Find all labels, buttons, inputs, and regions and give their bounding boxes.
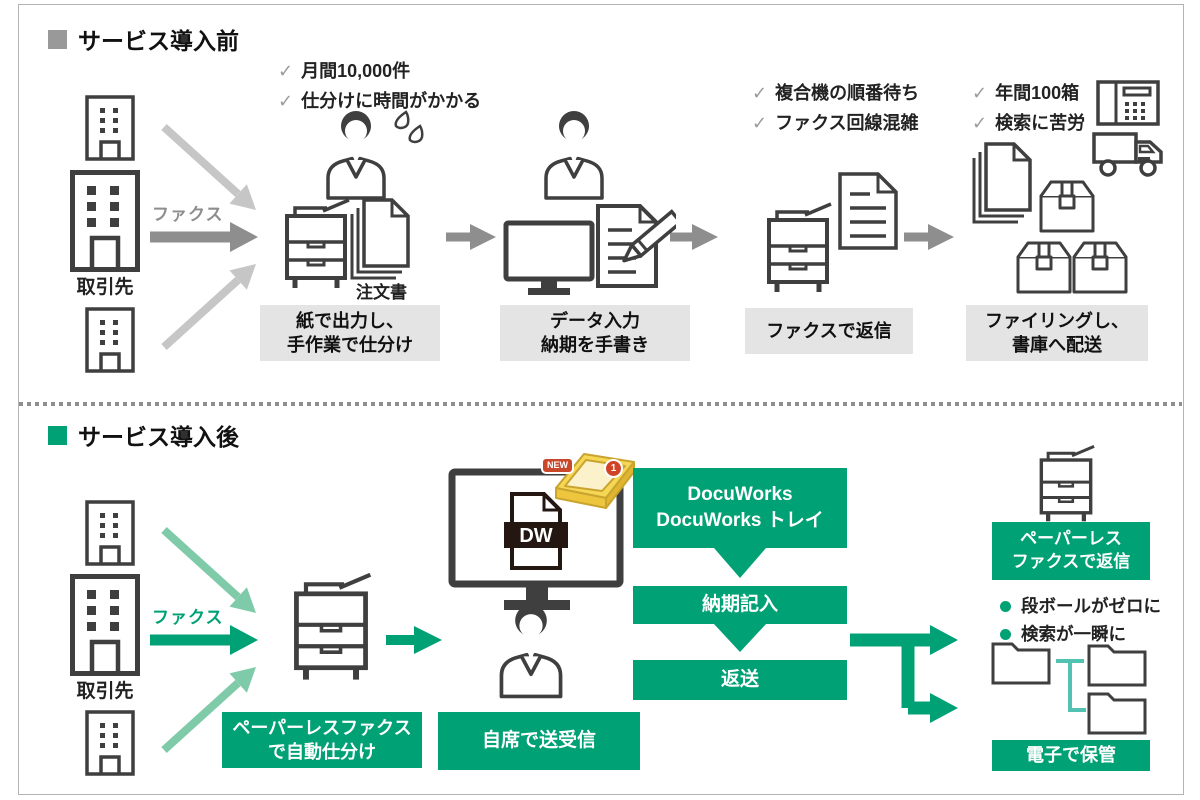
bullet-dot-icon xyxy=(1000,601,1011,612)
truck-icon xyxy=(1092,130,1166,178)
building-small-icon xyxy=(85,95,135,161)
building-large-icon xyxy=(70,574,140,676)
printer-icon xyxy=(1035,443,1097,523)
documents-stack-icon xyxy=(348,196,414,280)
folder-icon xyxy=(990,638,1052,686)
after-title-text: サービス導入後 xyxy=(78,424,239,450)
caption-paperless-reply: ペーパーレスファクスで返信 xyxy=(992,522,1150,580)
title-square-icon xyxy=(48,425,67,445)
tray-icon xyxy=(548,444,642,512)
benefit-item: 段ボールがゼロに xyxy=(1000,592,1161,620)
caption-desk-sendreceive: 自席で送受信 xyxy=(438,712,640,770)
section-divider xyxy=(19,402,1182,406)
cardboard-box-icon xyxy=(1071,237,1129,295)
printer-icon xyxy=(763,200,833,294)
printer-icon xyxy=(286,570,376,682)
outer-border xyxy=(18,4,1184,795)
note-item: ✓年間100箱 xyxy=(972,83,1080,103)
check-icon: ✓ xyxy=(972,83,988,103)
monitor-icon xyxy=(503,220,595,298)
title-square-icon xyxy=(48,29,67,49)
after-section-title: サービス導入後 xyxy=(48,418,239,452)
partners-label-after: 取引先 xyxy=(76,681,134,702)
building-small-icon xyxy=(85,500,135,566)
flow-step-duedate: 納期記入 xyxy=(633,586,847,624)
folder-icon xyxy=(1086,640,1148,688)
check-icon: ✓ xyxy=(972,113,988,133)
person-icon xyxy=(493,600,569,700)
before-title-text: サービス導入前 xyxy=(78,28,239,54)
cardboard-box-icon xyxy=(1038,176,1096,234)
benefit-item: 検索が一瞬に xyxy=(1000,620,1161,648)
count-badge: 1 xyxy=(604,459,623,478)
benefits-list: 段ボールがゼロに 検索が一瞬に xyxy=(1000,592,1161,648)
document-icon xyxy=(836,168,902,252)
building-large-icon xyxy=(70,170,140,272)
document-pencil-icon xyxy=(592,198,676,292)
note-item: ✓月間10,000件 xyxy=(278,61,411,81)
fax-arrow-label-before: ファクス xyxy=(152,205,224,224)
flow-step-return: 返送 xyxy=(633,660,847,700)
fax-arrow-label-after: ファクス xyxy=(152,608,224,627)
note-item: ✓ファクス回線混雑 xyxy=(752,113,919,133)
caption-data-input: データ入力納期を手書き xyxy=(500,305,690,361)
bullet-dot-icon xyxy=(1000,629,1011,640)
before-section-title: サービス導入前 xyxy=(48,22,239,56)
notes-filing: ✓年間100箱 ✓検索に苦労 xyxy=(972,78,1085,138)
note-item: ✓複合機の順番待ち xyxy=(752,83,920,103)
folder-icon xyxy=(1086,688,1148,736)
building-small-icon xyxy=(85,710,135,776)
fax-machine-icon xyxy=(1096,80,1160,126)
person-icon xyxy=(320,108,392,200)
check-icon: ✓ xyxy=(752,113,768,133)
cardboard-box-icon xyxy=(1015,237,1073,295)
caption-print-sort: 紙で出力し、手作業で仕分け xyxy=(260,305,440,361)
chevron-down-icon xyxy=(714,548,766,578)
caption-digital-storage: 電子で保管 xyxy=(992,740,1150,771)
documents-stack-icon xyxy=(970,140,1036,224)
new-badge: NEW xyxy=(541,457,574,474)
chevron-down-icon xyxy=(714,624,766,652)
notes-reply: ✓複合機の順番待ち ✓ファクス回線混雑 xyxy=(752,78,919,138)
printer-icon xyxy=(281,196,351,290)
note-item: ✓仕分けに時間がかかる xyxy=(278,91,482,111)
sweat-drops-icon xyxy=(390,110,426,152)
check-icon: ✓ xyxy=(278,61,294,81)
partners-label-before: 取引先 xyxy=(76,277,134,298)
check-icon: ✓ xyxy=(752,83,768,103)
caption-fax-reply: ファクスで返信 xyxy=(745,308,913,354)
check-icon: ✓ xyxy=(278,91,294,111)
person-icon xyxy=(538,108,610,200)
caption-filing: ファイリングし、書庫へ配送 xyxy=(966,305,1148,361)
caption-auto-sort: ペーパーレスファクスで自動仕分け xyxy=(222,712,422,768)
building-small-icon xyxy=(85,307,135,373)
order-doc-label: 注文書 xyxy=(356,283,407,302)
note-item: ✓検索に苦労 xyxy=(972,113,1086,133)
notes-intake: ✓月間10,000件 ✓仕分けに時間がかかる xyxy=(278,56,481,116)
dw-label: DW xyxy=(519,525,552,547)
docuworks-file-icon: DW xyxy=(502,490,570,572)
